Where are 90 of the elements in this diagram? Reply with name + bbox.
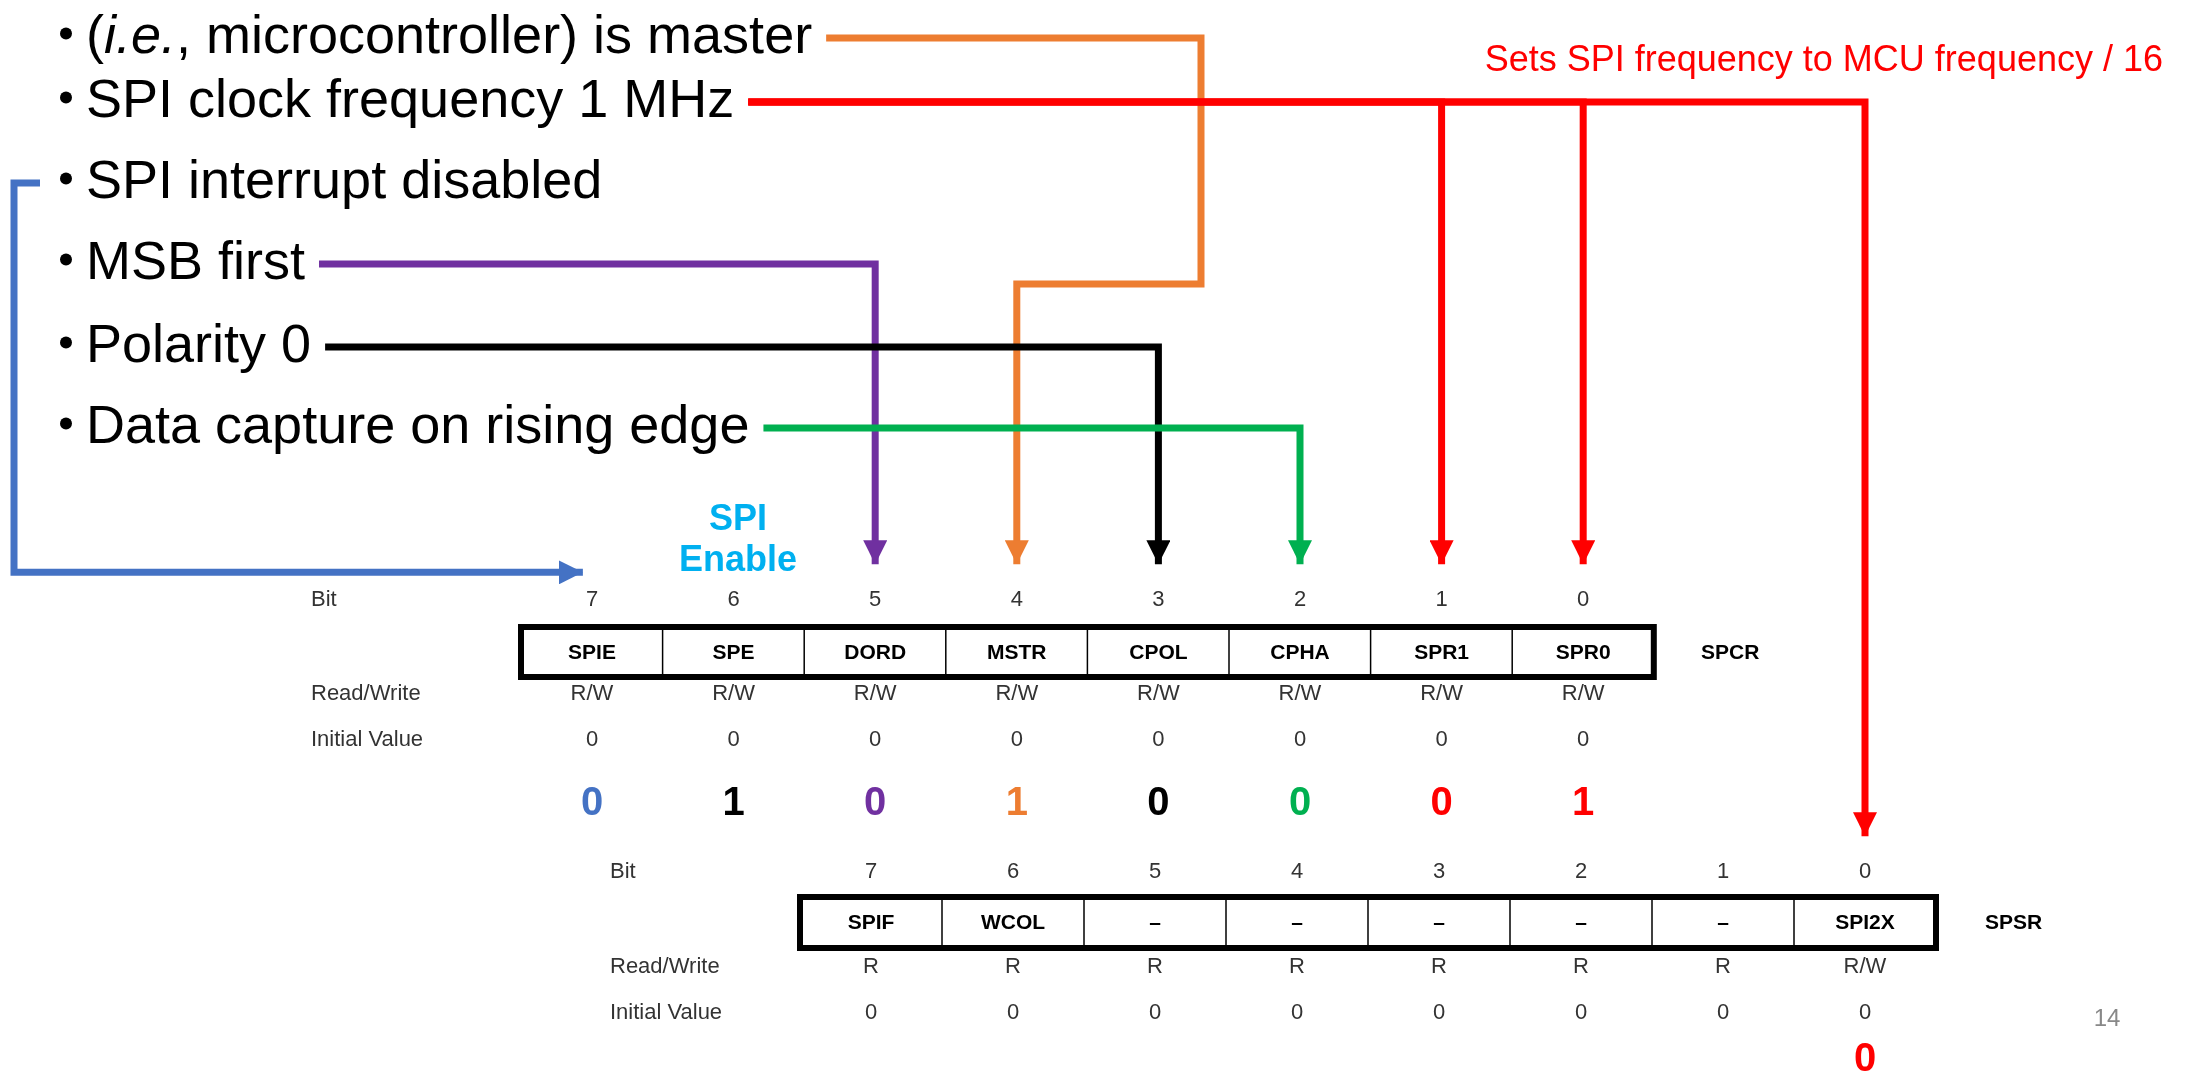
register-field-name: WCOL bbox=[980, 909, 1046, 935]
initial-value: 0 bbox=[585, 726, 599, 752]
bit-number: 2 bbox=[1290, 564, 1310, 612]
register-name: SPCR bbox=[1701, 639, 1760, 665]
set-value: 0 bbox=[1288, 778, 1312, 824]
initial-value: 0 bbox=[727, 726, 740, 752]
access-value: R/W bbox=[1561, 680, 1605, 706]
set-value: 0 bbox=[580, 778, 604, 824]
register-field-name: – bbox=[1149, 909, 1161, 935]
bit-number: 1 bbox=[1716, 858, 1730, 884]
access-value: R bbox=[863, 953, 879, 979]
bit-number: 5 bbox=[1148, 858, 1162, 884]
register-field-name: DORD bbox=[844, 639, 907, 665]
set-value: 1 bbox=[1572, 778, 1595, 824]
register-field-name: SPI2X bbox=[1835, 909, 1895, 935]
bit-number: 6 bbox=[1006, 858, 1020, 884]
bullet-item: MSB first bbox=[40, 227, 305, 293]
set-value: 1 bbox=[1005, 778, 1028, 824]
access-value: R/W bbox=[570, 680, 614, 706]
set-value: 0 bbox=[1147, 778, 1170, 824]
row-label: Initial Value bbox=[610, 999, 723, 1025]
row-label: Initial Value bbox=[311, 726, 424, 752]
initial-value: 0 bbox=[1435, 726, 1448, 752]
register-field-name: – bbox=[1433, 909, 1445, 935]
bit-number: 0 bbox=[1855, 836, 1875, 884]
access-value: R/W bbox=[1278, 680, 1322, 706]
access-value: R/W bbox=[712, 680, 755, 706]
access-value: R bbox=[1715, 953, 1731, 979]
register-field-name: SPR0 bbox=[1555, 639, 1611, 665]
register-name: SPSR bbox=[1985, 909, 2043, 935]
initial-value: 0 bbox=[1716, 999, 1730, 1025]
bullet-item: Data capture on rising edge bbox=[40, 391, 750, 457]
access-value: R bbox=[1147, 953, 1163, 979]
bit-number: 1 bbox=[1432, 564, 1451, 612]
initial-value: 0 bbox=[1858, 999, 1872, 1025]
register-field-name: CPOL bbox=[1129, 639, 1188, 665]
initial-value: 0 bbox=[1432, 999, 1446, 1025]
bit-number: 6 bbox=[727, 586, 740, 612]
initial-value: 0 bbox=[1006, 999, 1020, 1025]
access-value: R/W bbox=[995, 680, 1039, 706]
row-label: Bit bbox=[311, 586, 337, 612]
bit-number: 3 bbox=[1149, 564, 1168, 612]
initial-value: 0 bbox=[1574, 999, 1588, 1025]
row-label: Read/Write bbox=[311, 680, 421, 706]
access-value: R/W bbox=[1420, 680, 1463, 706]
row-label: Bit bbox=[610, 858, 636, 884]
register-field-name: SPR1 bbox=[1414, 639, 1469, 665]
bullet-item: SPI clock frequency 1 MHz bbox=[40, 65, 735, 131]
initial-value: 0 bbox=[1152, 726, 1165, 752]
access-value: R/W bbox=[853, 680, 897, 706]
set-value: 0 bbox=[1853, 1034, 1877, 1071]
access-value: R bbox=[1005, 953, 1021, 979]
access-value: R/W bbox=[1843, 953, 1887, 979]
initial-value: 0 bbox=[869, 726, 882, 752]
set-value: 0 bbox=[1430, 778, 1453, 824]
bit-number: 5 bbox=[866, 564, 885, 612]
register-field-name: – bbox=[1575, 909, 1587, 935]
row-label: Read/Write bbox=[610, 953, 720, 979]
access-value: R/W bbox=[1137, 680, 1180, 706]
register-field-name: SPIE bbox=[568, 639, 616, 665]
access-value: R bbox=[1573, 953, 1589, 979]
page-number: 14 bbox=[2093, 1004, 2121, 1032]
initial-value: 0 bbox=[1010, 726, 1023, 752]
bit-number: 7 bbox=[582, 564, 602, 612]
register-field-name: CPHA bbox=[1270, 639, 1330, 665]
bit-number: 0 bbox=[1574, 564, 1593, 612]
register-field-name: SPE bbox=[712, 639, 755, 665]
set-value: 0 bbox=[864, 778, 887, 824]
bullet-item: SPI interrupt disabled bbox=[40, 146, 603, 212]
bit-caption: SPI Enable bbox=[677, 496, 798, 580]
bit-number: 4 bbox=[1007, 564, 1026, 612]
register-field-name: – bbox=[1291, 909, 1303, 935]
bit-number: 7 bbox=[864, 858, 878, 884]
bullet-item: (i.e., microcontroller) is master bbox=[40, 1, 813, 67]
access-value: R bbox=[1431, 953, 1447, 979]
register-field-name: MSTR bbox=[987, 639, 1047, 665]
initial-value: 0 bbox=[1148, 999, 1162, 1025]
annotation-note: Sets SPI frequency to MCU frequency / 16 bbox=[1484, 38, 2163, 80]
set-value: 1 bbox=[722, 778, 745, 824]
register-field-name: SPIF bbox=[847, 909, 895, 935]
access-value: R bbox=[1289, 953, 1305, 979]
initial-value: 0 bbox=[1290, 999, 1304, 1025]
register-field-name: – bbox=[1717, 909, 1729, 935]
initial-value: 0 bbox=[864, 999, 878, 1025]
bit-number: 3 bbox=[1432, 858, 1446, 884]
bit-number: 2 bbox=[1574, 858, 1588, 884]
initial-value: 0 bbox=[1577, 726, 1590, 752]
bit-number: 4 bbox=[1290, 858, 1304, 884]
initial-value: 0 bbox=[1293, 726, 1307, 752]
bullet-item: Polarity 0 bbox=[40, 310, 312, 376]
